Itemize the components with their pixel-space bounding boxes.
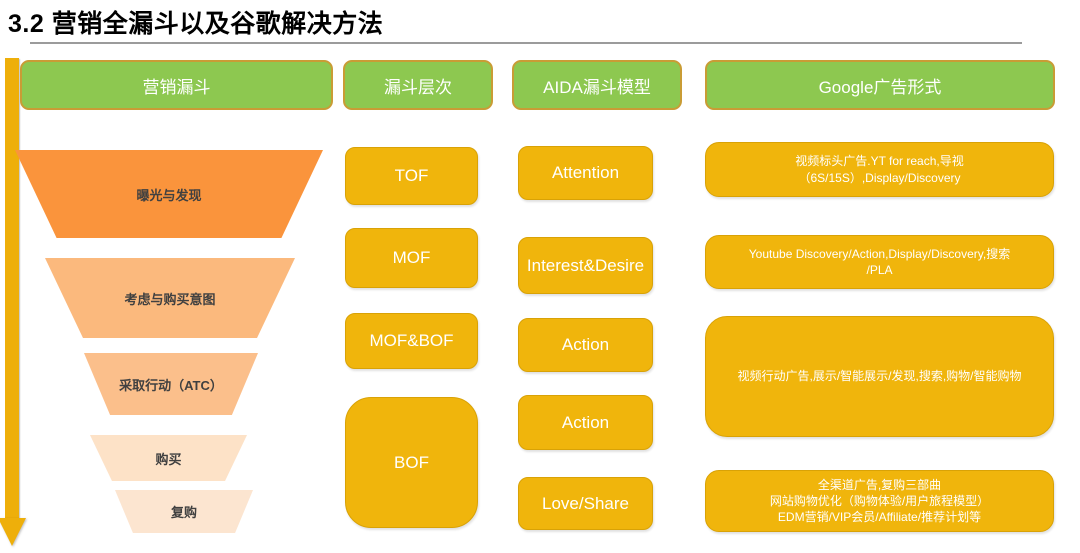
aida-action-1: Action: [518, 318, 653, 372]
google-ads-action: 视频行动广告,展示/智能展示/发现,搜索,购物/智能购物: [705, 316, 1054, 437]
google-ads-consideration: Youtube Discovery/Action,Display/Discove…: [705, 235, 1054, 289]
down-arrow-head-icon: [0, 518, 26, 546]
funnel-level-action-atc: 采取行动（ATC）: [84, 353, 258, 415]
funnel-level-purchase: 购买: [90, 435, 247, 481]
aida-love-share: Love/Share: [518, 477, 653, 530]
funnel-stage-bof: BOF: [345, 397, 478, 528]
header-funnel-levels: 漏斗层次: [343, 60, 493, 110]
funnel-level-exposure: 曝光与发现: [15, 150, 323, 238]
funnel-level-consideration: 考虑与购买意图: [45, 258, 295, 338]
funnel-stage-mof-bof: MOF&BOF: [345, 313, 478, 369]
funnel-level-repurchase: 复购: [115, 490, 253, 533]
title-underline: [30, 42, 1022, 44]
page-title: 3.2 营销全漏斗以及谷歌解决方法: [8, 10, 384, 38]
funnel-stage-tof: TOF: [345, 147, 478, 205]
down-arrow-icon: [5, 58, 19, 520]
funnel-stage-mof: MOF: [345, 228, 478, 288]
header-marketing-funnel: 营销漏斗: [20, 60, 333, 110]
header-aida-model: AIDA漏斗模型: [512, 60, 682, 110]
aida-action-2: Action: [518, 395, 653, 450]
aida-interest-desire: Interest&Desire: [518, 237, 653, 294]
aida-attention: Attention: [518, 146, 653, 200]
header-google-ad-formats: Google广告形式: [705, 60, 1055, 110]
google-ads-awareness: 视频标头广告.YT for reach,导视 （6S/15S）,Display/…: [705, 142, 1054, 197]
google-ads-loyalty: 全渠道广告,复购三部曲 网站购物优化（购物体验/用户旅程模型） EDM营销/VI…: [705, 470, 1054, 532]
